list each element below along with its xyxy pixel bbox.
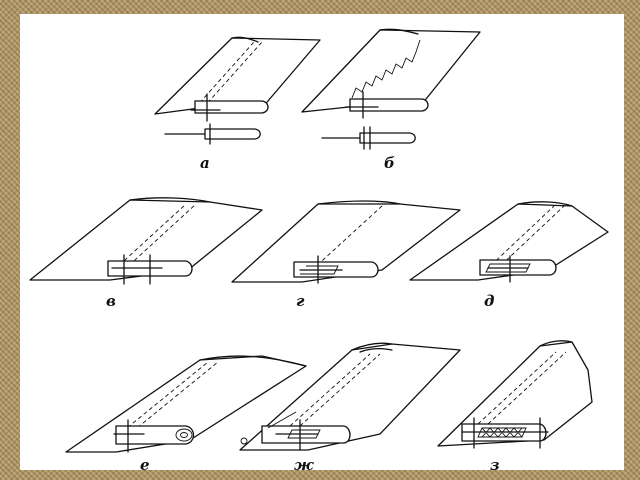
seam-a-fold (194, 100, 269, 114)
seam-e: е (65, 355, 307, 474)
label-e: е (140, 456, 150, 474)
seam-v: в (29, 197, 263, 310)
seam-d: д (409, 201, 609, 310)
seam-g: г (231, 200, 461, 310)
label-v: в (106, 292, 116, 310)
seam-b-fold (349, 98, 429, 112)
seam-z: з (437, 340, 593, 474)
label-z: з (490, 456, 500, 474)
label-a: а (200, 154, 210, 172)
seam-b: б (301, 28, 481, 172)
seam-a-fabric (154, 37, 321, 115)
label-g: г (296, 292, 305, 310)
seam-zh: ж (239, 342, 461, 474)
seam-a-section (204, 128, 261, 140)
label-zh: ж (294, 456, 314, 474)
seam-b-section (359, 132, 416, 144)
label-d: д (484, 292, 494, 310)
seam-b-zigzag-stitch (351, 39, 421, 99)
label-b: б (384, 154, 395, 172)
seam-e-fold (115, 425, 195, 445)
seam-a: а (154, 36, 321, 172)
